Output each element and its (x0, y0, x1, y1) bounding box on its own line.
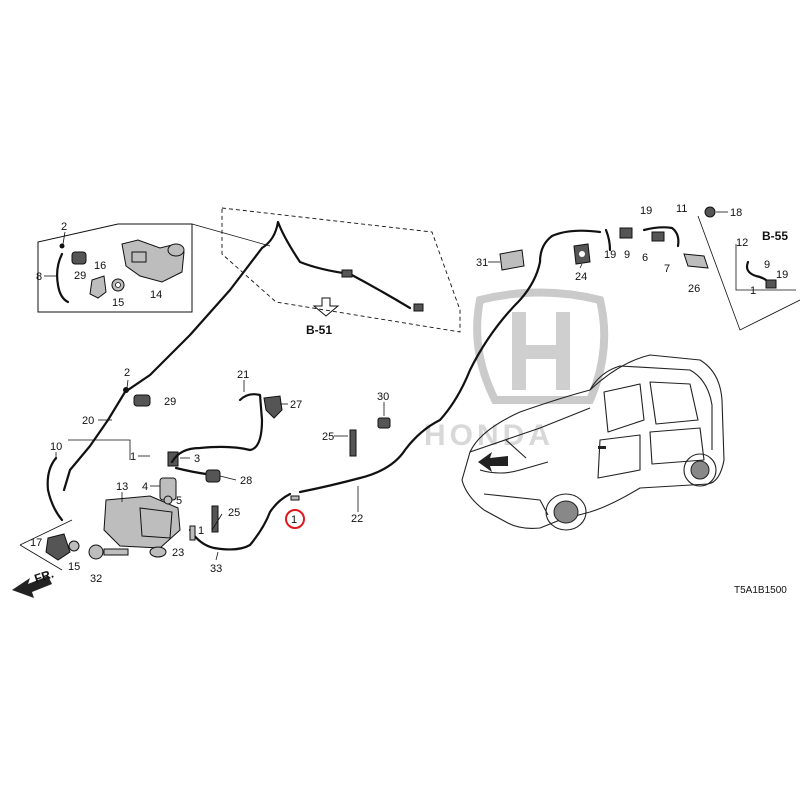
callout-15: 15 (68, 561, 80, 573)
ref-b51: B-51 (306, 323, 332, 337)
highlight-circle (285, 509, 305, 529)
front-label: FR. (33, 567, 56, 586)
svg-text:HONDA: HONDA (424, 419, 554, 452)
reservoir-assembly (19, 393, 264, 571)
callout-9: 9 (624, 249, 630, 261)
honda-logo-watermark: HONDA (424, 288, 609, 452)
callout-9: 9 (764, 259, 770, 271)
callout-28: 28 (240, 475, 252, 487)
callout-4: 4 (142, 481, 148, 493)
callout-17: 17 (30, 537, 42, 549)
callout-19: 19 (776, 269, 788, 281)
callout-29: 29 (74, 270, 86, 282)
front-arrow: FR. (12, 567, 55, 598)
callout-26: 26 (688, 283, 700, 295)
callout-12: 12 (736, 237, 748, 249)
callout-1: 1 (198, 525, 204, 537)
callout-1: 1 (130, 451, 136, 463)
callout-27: 27 (290, 399, 302, 411)
car-illustration (461, 354, 725, 531)
callout-20: 20 (82, 415, 94, 427)
callout-13: 13 (116, 481, 128, 493)
callout-16: 16 (94, 260, 106, 272)
inset-tank-kit (37, 223, 271, 313)
callout-24: 24 (575, 271, 587, 283)
callout-19: 19 (604, 249, 616, 261)
callout-11: 11 (676, 203, 687, 215)
callout-25: 25 (228, 507, 240, 519)
callout-19: 19 (640, 205, 652, 217)
callout-18: 18 (730, 207, 742, 219)
callout-22: 22 (351, 513, 363, 525)
callout-15: 15 (112, 297, 124, 309)
callout-8: 8 (36, 271, 42, 283)
ref-b55: B-55 (762, 229, 788, 243)
callout-2: 2 (61, 221, 67, 233)
callout-31: 31 (476, 257, 488, 269)
callout-5: 5 (176, 495, 182, 507)
callout-6: 6 (642, 252, 648, 264)
leader-lines (44, 211, 728, 561)
callout-14: 14 (150, 289, 162, 301)
rear-washer-parts (499, 206, 800, 331)
callout-10: 10 (50, 441, 62, 453)
callout-labels: 2 8 29 16 15 14 2 29 20 10 1 3 4 5 13 17… (30, 203, 788, 585)
callout-1: 1 (291, 514, 297, 526)
callout-30: 30 (377, 391, 389, 403)
callout-23: 23 (172, 547, 184, 559)
callout-1: 1 (750, 285, 756, 297)
callout-29: 29 (164, 396, 176, 408)
callout-7: 7 (664, 263, 670, 275)
diagram-code: T5A1B1500 (734, 585, 787, 596)
callout-25: 25 (322, 431, 334, 443)
callout-2: 2 (124, 367, 130, 379)
inset-hood-hose (221, 207, 461, 333)
callout-3: 3 (194, 453, 200, 465)
callout-33: 33 (210, 563, 222, 575)
callout-32: 32 (90, 573, 102, 585)
callout-21: 21 (237, 369, 249, 381)
